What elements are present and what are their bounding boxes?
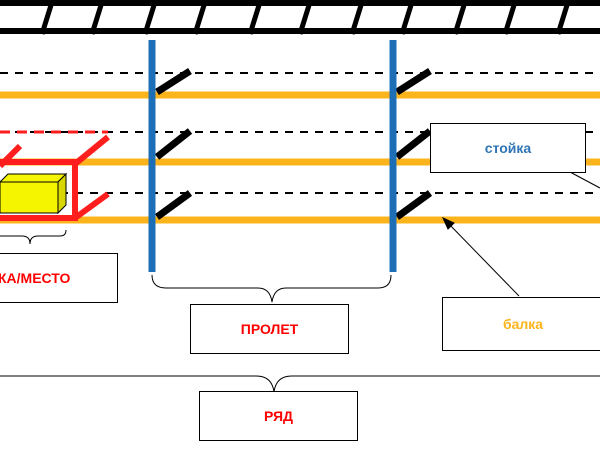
highlighted-cell xyxy=(0,130,110,221)
span-label: ПРОЛЕТ xyxy=(240,321,299,337)
span-label-box: ПРОЛЕТ xyxy=(190,304,349,354)
uprights xyxy=(148,40,397,272)
pallet-box xyxy=(0,172,68,215)
pointers xyxy=(441,171,600,297)
stand-label: стойка xyxy=(484,140,532,156)
row-label-box: РЯД xyxy=(199,391,358,441)
beam-connectors xyxy=(154,68,433,220)
cell-label-box: КА/МЕСТО xyxy=(0,253,118,303)
cell-brace xyxy=(0,229,67,245)
cell-label: КА/МЕСТО xyxy=(0,270,71,286)
row-label: РЯД xyxy=(263,408,294,424)
stand-label-box: стойка xyxy=(430,123,586,173)
beam-label-box: балка xyxy=(442,297,600,351)
span-brace xyxy=(151,274,392,303)
beam-label: балка xyxy=(502,316,544,332)
top-frame xyxy=(0,0,600,35)
row-brace xyxy=(0,375,600,393)
